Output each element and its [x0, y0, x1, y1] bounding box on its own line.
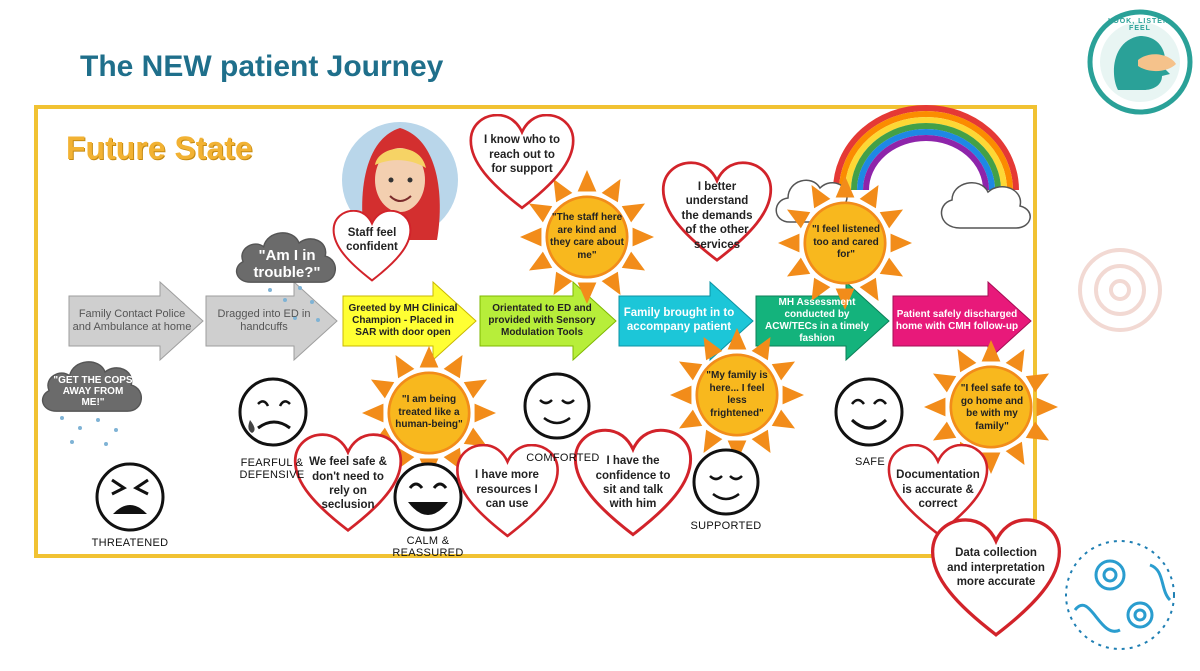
arrow-family-contact: Family Contact Police and Ambulance at h…	[72, 307, 192, 333]
heart-feel-safe-no-seclusion: We feel safe & don't need to rely on sec…	[309, 456, 387, 512]
rainbow-illustration	[833, 105, 1019, 191]
future-state-heading: Future State	[66, 130, 253, 166]
white-cloud-right	[940, 182, 1031, 229]
heart-more-resources: I have more resources I can use	[475, 469, 539, 511]
face-label-supported: SUPPORTED	[690, 520, 762, 532]
sun-treated-like-human: "I am being treated like a human-being"	[395, 394, 463, 431]
arrow-shape-5	[618, 280, 754, 362]
sun-safe-to-go-home: "I feel safe to go home and be with my f…	[960, 383, 1024, 432]
face-calm	[393, 462, 463, 532]
arrow-shape-1	[68, 280, 204, 362]
face-threatened	[95, 462, 165, 532]
journey-arrows	[68, 280, 1032, 362]
face-label-comforted: COMFORTED	[526, 452, 600, 464]
heart-staff-confident: Staff feel confident	[346, 226, 398, 253]
arrow-patient-discharged: Patient safely discharged home with CMH …	[895, 309, 1019, 332]
cloud-am-i-in-trouble: "Am I in trouble?"	[253, 247, 321, 281]
arrow-shape-2	[205, 280, 338, 362]
face-label-calm: CALM & REASSURED	[392, 535, 464, 559]
logo-text: LOOK, LISTEN, FEEL	[1108, 18, 1172, 32]
face-label-fearful: FEARFUL & DEFENSIVE	[239, 457, 305, 481]
face-supported	[692, 448, 760, 516]
face-safe	[834, 377, 904, 447]
heart-understand-demands: I better understand the demands of the o…	[681, 181, 753, 251]
arrow-family-brought-in: Family brought in to accompany patient	[623, 307, 735, 333]
page-title: The NEW patient Journey	[80, 50, 444, 83]
arrow-orientated-to-ed: Orientated to ED and provided with Senso…	[488, 303, 596, 338]
arrow-dragged-into-ed: Dragged into ED in handcuffs	[217, 307, 311, 333]
arrow-mh-assessment: MH Assessment conducted by ACW/TECs in a…	[765, 297, 869, 344]
arrow-shape-7	[892, 280, 1032, 362]
heart-data-collection-accurate: Data collection and interpretation more …	[947, 547, 1045, 589]
future-state-frame	[34, 105, 1037, 558]
heart-documentation-accurate: Documentation is accurate & correct	[896, 469, 980, 511]
look-listen-feel-logo	[1087, 9, 1193, 115]
arrow-greeted-by-champion: Greeted by MH Clinical Champion - Placed…	[348, 303, 458, 338]
arrow-shape-3	[342, 280, 477, 362]
face-fearful	[238, 377, 308, 447]
face-label-threatened: THREATENED	[91, 537, 169, 549]
aboriginal-art-logo	[1065, 540, 1175, 650]
faint-circle-motif	[1078, 248, 1162, 332]
arrow-shape-4	[479, 280, 617, 362]
face-label-safe: SAFE	[855, 456, 885, 468]
heart-confidence-to-talk: I have the confidence to sit and talk wi…	[595, 455, 671, 511]
rain-drops	[60, 286, 320, 446]
cloud-get-the-cops-away: "GET THE COPS AWAY FROM ME!"	[53, 374, 133, 408]
sun-listened-to: "I feel listened too and cared for"	[811, 224, 881, 261]
heart-know-who-to-reach: I know who to reach out to for support	[483, 134, 561, 176]
sun-staff-kind: "The staff here are kind and they care a…	[550, 212, 624, 261]
face-comforted	[523, 372, 591, 440]
sun-family-is-here: "My family is here... I feel less fright…	[706, 370, 768, 419]
